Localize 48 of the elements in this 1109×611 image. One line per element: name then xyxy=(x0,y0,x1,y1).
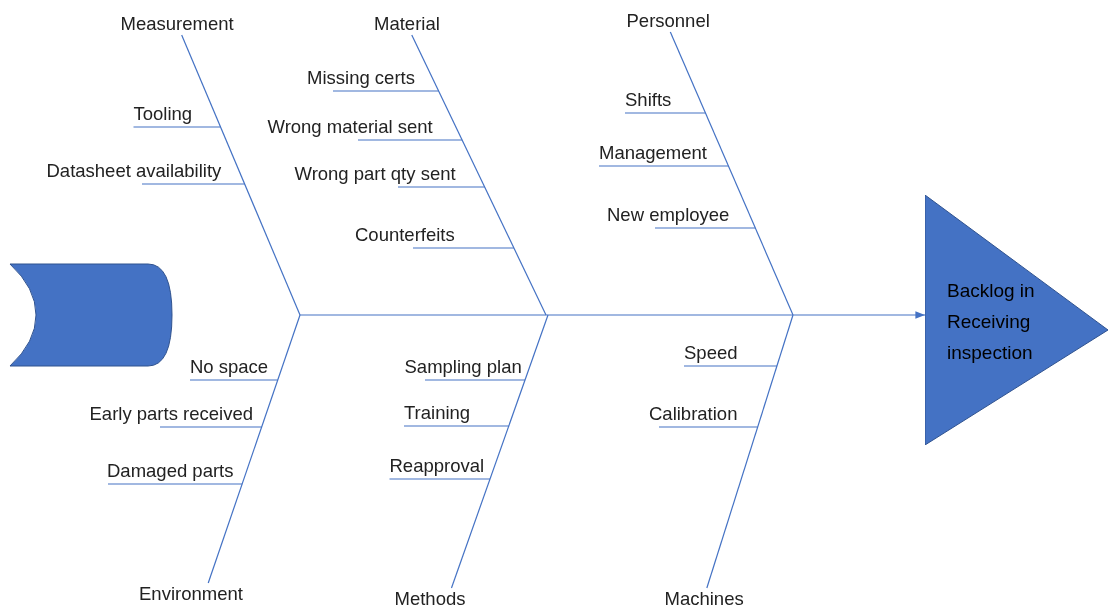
spine-arrow xyxy=(299,311,926,319)
cause-line xyxy=(683,365,778,367)
cause-label: Training xyxy=(404,402,471,426)
cause-line xyxy=(424,379,526,381)
cause-line xyxy=(598,165,729,167)
cause-label: Wrong part qty sent xyxy=(294,163,456,187)
cause-line xyxy=(624,112,707,114)
cause-label: Early parts received xyxy=(89,403,253,427)
category-label: Measurement xyxy=(120,13,234,35)
cause-line xyxy=(357,139,463,141)
category-label: Environment xyxy=(139,583,243,605)
cause-label: Management xyxy=(599,142,707,166)
category-label: Machines xyxy=(664,588,744,610)
bone-line xyxy=(181,34,301,316)
cause-label: Tooling xyxy=(133,103,193,127)
cause-label: New employee xyxy=(607,204,730,228)
cause-label: Missing certs xyxy=(307,67,415,91)
cause-line xyxy=(159,426,263,428)
category-label: Personnel xyxy=(626,10,710,32)
cause-label: No space xyxy=(190,356,269,380)
cause-line xyxy=(388,478,491,480)
cause-line xyxy=(332,90,440,92)
bone-line xyxy=(450,314,549,589)
cause-line xyxy=(189,379,279,381)
cause-line xyxy=(403,425,510,427)
cause-label: Wrong material sent xyxy=(267,116,433,140)
bone-line xyxy=(669,31,794,316)
cause-line xyxy=(654,227,756,229)
cause-line xyxy=(141,183,246,185)
cause-line xyxy=(658,426,759,428)
bone-line xyxy=(207,314,301,584)
cause-label: Damaged parts xyxy=(107,460,234,484)
cause-label: Speed xyxy=(684,342,738,366)
cause-label: Sampling plan xyxy=(404,356,522,380)
cause-label: Shifts xyxy=(625,89,672,113)
cause-label: Counterfeits xyxy=(355,224,455,248)
cause-line xyxy=(412,247,515,249)
category-label: Methods xyxy=(394,588,466,610)
category-label: Material xyxy=(374,13,440,35)
bone-line xyxy=(706,314,794,589)
cause-label: Calibration xyxy=(649,403,738,427)
cause-line xyxy=(107,483,243,485)
cause-line xyxy=(397,186,486,188)
effect-triangle: Backlog in Receiving inspection xyxy=(925,195,1109,445)
cause-line xyxy=(132,126,222,128)
cause-label: Reapproval xyxy=(389,455,485,479)
cause-label: Datasheet availability xyxy=(46,160,222,184)
bone-line xyxy=(411,34,547,316)
